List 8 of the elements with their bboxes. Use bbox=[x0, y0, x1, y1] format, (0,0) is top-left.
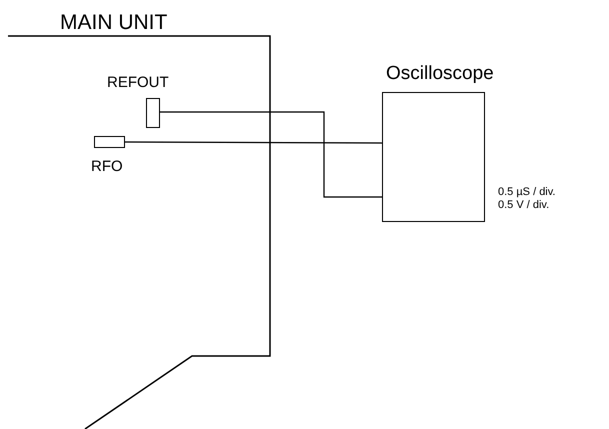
scale-setting: 0.5 µS / div. bbox=[498, 187, 556, 198]
device-label: Oscilloscope bbox=[386, 64, 494, 83]
port-label: REFOUT bbox=[107, 75, 169, 90]
signal-cable bbox=[160, 111, 382, 198]
port-label: RFO bbox=[91, 159, 123, 174]
unit-title: MAIN UNIT bbox=[60, 12, 168, 33]
signal-cable bbox=[125, 141, 382, 144]
scale-setting: 0.5 V / div. bbox=[498, 200, 550, 211]
